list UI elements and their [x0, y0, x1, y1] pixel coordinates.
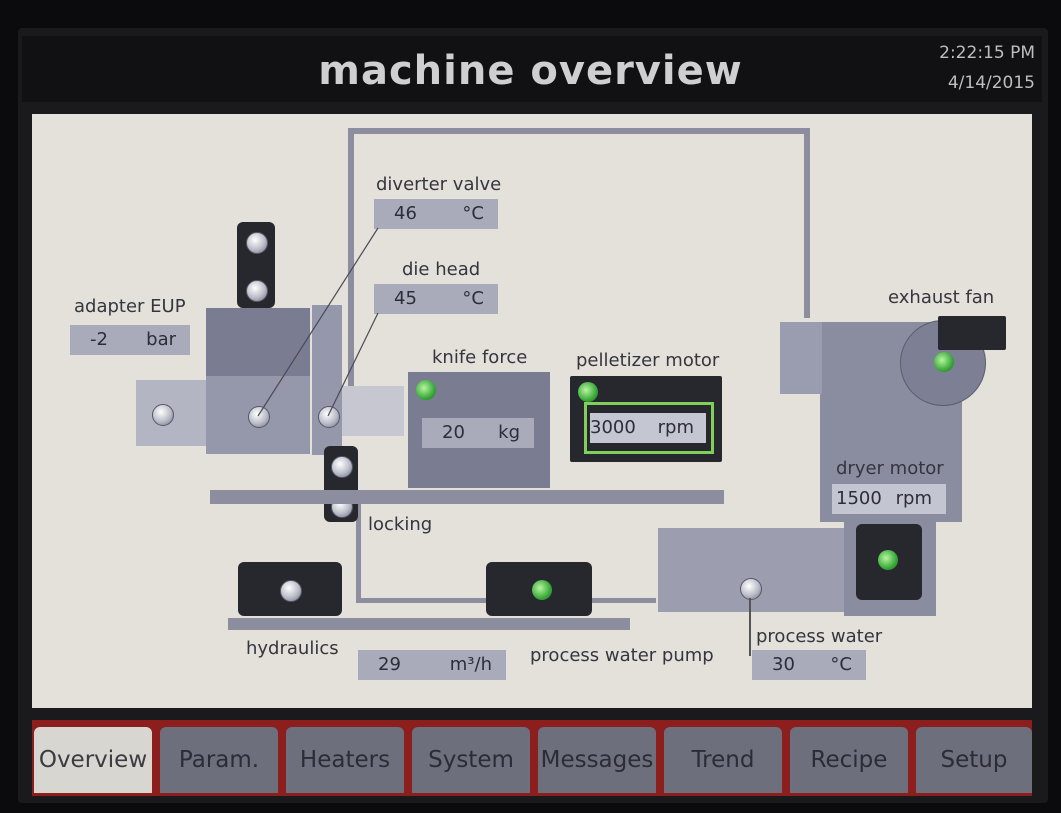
hydraulics-label: hydraulics: [246, 638, 339, 659]
pelletizer-label: pelletizer motor: [576, 350, 720, 371]
process-water-value: 30 °C: [752, 650, 866, 680]
locking-label: locking: [368, 514, 433, 535]
die-head-sensor: [318, 406, 340, 428]
knife-force-indicator: [416, 380, 436, 400]
actuator-indicator-top: [246, 232, 268, 254]
top-pipe: [348, 128, 810, 134]
dryer-motor-indicator: [878, 550, 898, 570]
process-water-pump-label: process water pump: [530, 645, 714, 666]
exhaust-fan-label: exhaust fan: [888, 287, 995, 308]
dryer-motor-label: dryer motor: [836, 458, 944, 479]
upper-block: [206, 308, 310, 376]
clock: 2:22:15 PM 4/14/2015: [939, 38, 1035, 98]
hydraulics-indicator: [280, 580, 302, 602]
time-display: 2:22:15 PM: [939, 43, 1035, 63]
tab-trend[interactable]: Trend: [664, 727, 782, 793]
tab-messages[interactable]: Messages: [538, 727, 656, 793]
die-head-label: die head: [402, 259, 481, 280]
process-water-sensor: [740, 578, 762, 600]
left-riser-pipe: [348, 128, 354, 388]
diverter-valve-sensor: [248, 406, 270, 428]
right-riser-pipe: [804, 128, 810, 318]
knife-force-value: 20 kg: [422, 418, 534, 448]
lower-rail: [228, 618, 630, 630]
tab-setup[interactable]: Setup: [916, 727, 1032, 793]
exhaust-duct: [938, 316, 1006, 350]
header-bar: [22, 36, 1042, 102]
tab-system[interactable]: System: [412, 727, 530, 793]
return-pipe: [356, 490, 361, 602]
exhaust-fan-indicator: [934, 352, 954, 372]
process-water-probe: [749, 598, 751, 656]
diverter-valve-label: diverter valve: [376, 174, 502, 195]
locking-indicator-top: [331, 456, 353, 478]
pelletizer-indicator: [578, 382, 598, 402]
hydraulics-value: 29 m³/h: [358, 650, 506, 680]
page-title: machine overview: [318, 48, 743, 94]
diverter-body: [312, 305, 342, 455]
water-tank: [658, 528, 858, 612]
tab-recipe[interactable]: Recipe: [790, 727, 908, 793]
diverter-valve-value: 46 °C: [374, 199, 498, 229]
machine-base-rail: [210, 490, 724, 504]
date-display: 4/14/2015: [947, 73, 1035, 93]
tab-heaters[interactable]: Heaters: [286, 727, 404, 793]
adapter-label: adapter EUP: [74, 296, 186, 317]
tab-param[interactable]: Param.: [160, 727, 278, 793]
dryer-motor-value: 1500 rpm: [832, 484, 946, 514]
die-nozzle: [342, 386, 404, 436]
adapter-value: -2 bar: [70, 325, 190, 355]
dryer-inlet: [780, 322, 822, 394]
process-water-pump-indicator: [532, 580, 552, 600]
die-head-value: 45 °C: [374, 284, 498, 314]
tab-overview[interactable]: Overview: [34, 727, 152, 793]
pelletizer-value-frame: [584, 402, 714, 454]
process-water-label: process water: [756, 626, 883, 647]
knife-force-label: knife force: [432, 347, 528, 368]
actuator-indicator-bottom: [246, 280, 268, 302]
adapter-indicator: [152, 404, 174, 426]
pelletizer-value: 3000 rpm: [590, 413, 706, 443]
